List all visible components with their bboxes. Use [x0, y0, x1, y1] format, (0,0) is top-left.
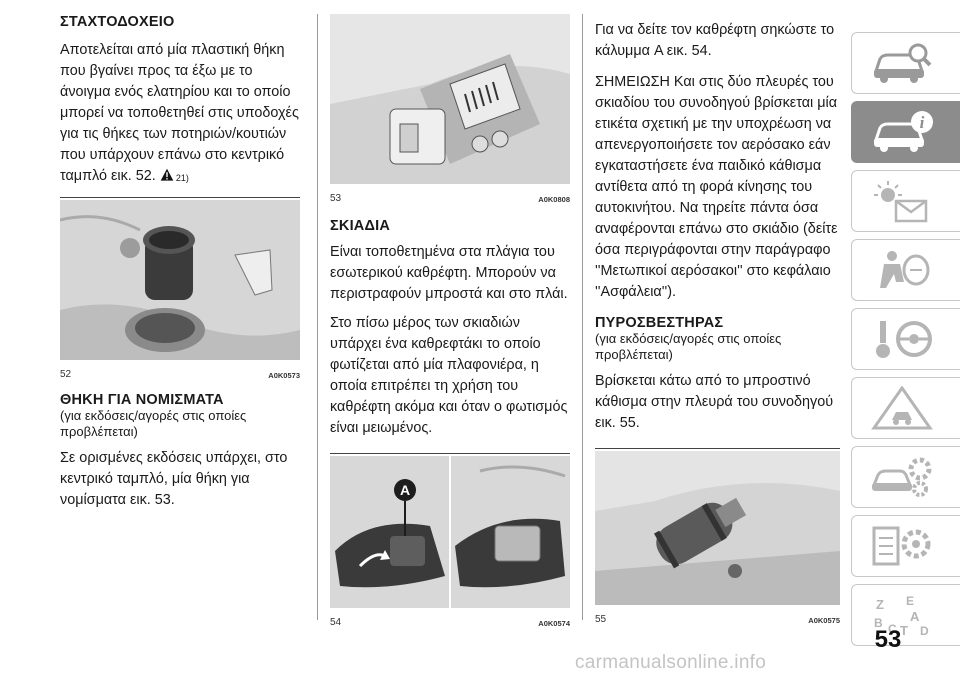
svg-text:i: i: [920, 113, 925, 132]
tab-safety[interactable]: [851, 239, 960, 301]
car-gears-icon: [871, 457, 932, 497]
tab-emergency[interactable]: [851, 377, 960, 439]
tab-maintenance[interactable]: [851, 446, 960, 508]
coin-holder-subtitle: (για εκδόσεις/αγορές στις οποίες προβλέπ…: [60, 408, 247, 439]
alphabet-index-icon: Z E A B C T D: [874, 594, 929, 637]
sun-visors-paragraph-1: Είναι τοποθετημένα στα πλάγια του εσωτερ…: [330, 244, 568, 302]
stowage-paragraph: Αποτελείται από μία πλαστική θήκη που βγ…: [60, 40, 300, 189]
svg-text:B: B: [874, 616, 883, 630]
svg-text:A: A: [910, 609, 920, 624]
svg-text:T: T: [900, 623, 908, 637]
tab-technical-specs[interactable]: [851, 515, 960, 577]
figure-53-image: [330, 14, 570, 184]
warning-lights-icon: [874, 181, 928, 223]
column-2: 53 A0K0808 ΣΚΙΑΔΙΑ Είναι τοποθετημένα στ…: [330, 14, 570, 628]
column-divider-2: [582, 14, 583, 620]
airbag-note-paragraph: ΣΗΜΕΙΩΣΗ Και στις δύο πλευρές του σκιαδί…: [595, 74, 838, 300]
sun-visors-paragraph-2: Στο πίσω μέρος των σκιαδιών υπάρχει ένα …: [330, 315, 568, 436]
key-steering-wheel-icon: [876, 321, 932, 358]
warning-triangle-icon: [160, 168, 174, 181]
figure-52-number: 52: [60, 369, 72, 380]
figure-55-code: A0K0575: [808, 616, 840, 625]
extinguisher-paragraph: Βρίσκεται κάτω από το μπροστινό κάθισμα …: [595, 373, 834, 431]
coin-holder-heading: ΘΗΚΗ ΓΙΑ ΝΟΜΙΣΜΑΤΑ: [60, 392, 224, 408]
page-number: 53: [874, 626, 902, 653]
svg-text:E: E: [906, 594, 914, 608]
tab-dashboard[interactable]: [851, 32, 960, 94]
stowage-heading: ΣΤΑΧΤΟΔΟΧΕΙΟ: [60, 14, 175, 30]
chapter-sidebar: i Z E A B C T D: [851, 32, 960, 653]
figure-53: 53 A0K0808: [330, 14, 570, 204]
extinguisher-subtitle: (για εκδόσεις/αγορές στις οποίες προβλέπ…: [595, 331, 782, 362]
svg-text:Z: Z: [876, 597, 884, 612]
warning-reference: 21): [160, 168, 189, 189]
tab-warning-lights[interactable]: [851, 170, 960, 232]
figure-54-code: A0K0574: [538, 619, 570, 628]
watermark: carmanualsonline.info: [575, 652, 767, 673]
column-3: Για να δείτε τον καθρέφτη σηκώστε το κάλ…: [595, 20, 840, 625]
figure-53-code: A0K0808: [538, 195, 570, 204]
column-1: ΣΤΑΧΤΟΔΟΧΕΙΟ Αποτελείται από μία πλαστικ…: [60, 14, 300, 519]
sun-visors-heading: ΣΚΙΑΔΙΑ: [330, 218, 390, 234]
figure-53-number: 53: [330, 193, 342, 204]
figure-55: 55 A0K0575: [595, 448, 840, 625]
tab-getting-to-know-car[interactable]: i: [851, 101, 960, 163]
figure-54: A 54 A0K0574: [330, 453, 570, 628]
svg-text:D: D: [920, 624, 929, 637]
extinguisher-heading: ΠΥΡΟΣΒΕΣΤΗΡΑΣ: [595, 315, 724, 331]
figure-55-image: [595, 451, 840, 605]
figure-54-number: 54: [330, 617, 342, 628]
figure-54-label-a: A: [400, 482, 410, 498]
coin-holder-paragraph: Σε ορισμένες εκδόσεις υπάρχει, στο κεντρ…: [60, 450, 288, 508]
tab-index[interactable]: Z E A B C T D: [851, 584, 960, 646]
car-info-icon: i: [873, 111, 933, 152]
svg-text:C: C: [888, 622, 897, 636]
figure-52: 52 A0K0573: [60, 197, 300, 380]
figure-54-image: A: [330, 456, 570, 608]
car-magnifier-icon: [873, 43, 932, 83]
sun-visors-paragraph-3: Για να δείτε τον καθρέφτη σηκώστε το κάλ…: [595, 22, 835, 59]
specs-icon: [872, 526, 931, 566]
tab-starting-driving[interactable]: [851, 308, 960, 370]
column-divider-1: [317, 14, 318, 620]
figure-55-number: 55: [595, 614, 607, 625]
figure-52-image: [60, 200, 300, 360]
figure-52-code: A0K0573: [268, 371, 300, 380]
airbag-person-icon: [880, 251, 930, 288]
road-accident-icon: [871, 386, 933, 430]
